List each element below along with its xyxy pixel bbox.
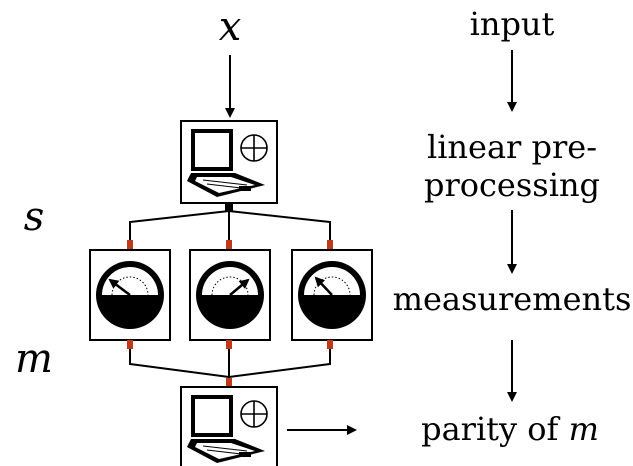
- step-linear-line1: linear pre-: [427, 128, 597, 166]
- connector-3-top: [327, 240, 333, 249]
- bottom-wiring: [129, 349, 331, 380]
- laptop-icon: [180, 386, 278, 466]
- connector-2-top: [226, 240, 232, 249]
- step-parity: parity of m: [421, 410, 599, 448]
- bottom-junction: [226, 378, 232, 387]
- step-linear-line2: processing: [424, 166, 600, 204]
- bottom-computer: [180, 386, 278, 466]
- meter-2: [189, 249, 271, 341]
- connector-2-bottom: [226, 340, 232, 349]
- laptop-icon: [180, 120, 278, 204]
- meter-3: [291, 249, 373, 341]
- parity-variable: m: [569, 410, 599, 448]
- top-junction: [225, 204, 233, 211]
- parity-text: parity of: [421, 410, 568, 448]
- top-computer: [180, 120, 278, 204]
- step-measurements: measurements: [393, 280, 632, 318]
- symbol-x: x: [219, 4, 242, 50]
- step-input: input: [470, 5, 555, 43]
- connector-1-bottom: [127, 340, 133, 349]
- connector-1-top: [127, 240, 133, 249]
- connector-3-bottom: [327, 340, 333, 349]
- meter-1: [89, 249, 171, 341]
- symbol-m: m: [15, 336, 53, 382]
- symbol-s: s: [24, 194, 45, 240]
